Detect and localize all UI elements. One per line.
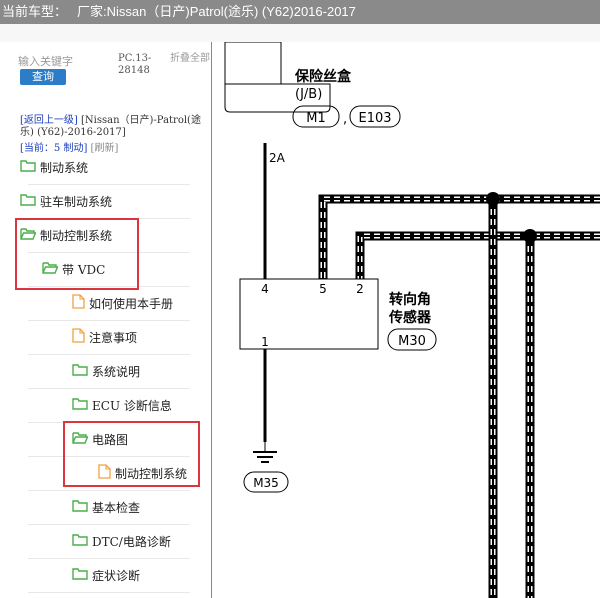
fuse-rating: 2A xyxy=(269,151,286,165)
back-link[interactable]: [返回上一级] xyxy=(20,115,78,126)
folder-icon xyxy=(72,567,88,583)
tree-item[interactable]: ECU 诊断信息 xyxy=(72,395,172,415)
pin-2: 2 xyxy=(356,282,364,296)
folder-icon xyxy=(20,193,36,209)
tree-item-label: 带 VDC xyxy=(62,262,106,277)
tree-item[interactable]: 驻车制动系统 xyxy=(20,191,112,211)
tree-item-label: 制动控制系统 xyxy=(115,466,188,481)
folder-icon xyxy=(72,363,88,379)
folder-open-icon xyxy=(42,261,59,277)
current-location: [当前：5 制动] [刷新] xyxy=(20,139,118,154)
shielded-wire-inner xyxy=(355,231,600,279)
current-value: 5 制动 xyxy=(53,143,84,154)
pin-5: 5 xyxy=(319,282,327,296)
tree-separator xyxy=(28,456,190,457)
connector-e103: E103 xyxy=(358,111,391,126)
fuse-box-outline xyxy=(224,42,331,113)
tree-item[interactable]: 注意事项 xyxy=(72,327,137,347)
tree-separator xyxy=(28,286,190,287)
connector-separator: , xyxy=(343,112,347,127)
tree-item-label: DTC/电路诊断 xyxy=(92,534,171,549)
tree-item-label: 制动控制系统 xyxy=(40,228,113,243)
tree-item[interactable]: 制动系统 xyxy=(20,157,88,177)
breadcrumb: [返回上一级] [Nissan（日产)-Patrol(途乐) (Y62)-201… xyxy=(20,115,210,139)
tree-separator xyxy=(28,592,190,593)
splice-dot-1 xyxy=(486,192,500,206)
tree-item-label: 症状诊断 xyxy=(92,568,141,583)
tree-item[interactable]: 制动控制系统 xyxy=(20,225,112,245)
fuse-box-title: 保险丝盒 xyxy=(294,68,352,85)
tree-item-label: 电路图 xyxy=(92,432,129,447)
pc-code: PC.13-28148 xyxy=(118,53,152,76)
folder-icon xyxy=(72,533,88,549)
search-input[interactable] xyxy=(18,54,114,70)
sensor-label-line1: 转向角 xyxy=(389,291,431,308)
tree-separator xyxy=(28,558,190,559)
tree-item[interactable]: 电路图 xyxy=(72,429,128,449)
wiring-diagram: 保险丝盒 (J/B) M1 , E103 2A xyxy=(213,42,600,598)
current-suffix: ] xyxy=(83,143,88,154)
tree-item[interactable]: DTC/电路诊断 xyxy=(72,531,171,551)
title-bar: 当前车型： 厂家:Nissan（日产)Patrol(途乐) (Y62)2016-2… xyxy=(0,0,600,24)
current-prefix: [当前： xyxy=(20,143,54,154)
tree-separator xyxy=(28,320,190,321)
wiring-diagram-svg: 保险丝盒 (J/B) M1 , E103 2A xyxy=(224,42,600,598)
refresh-link[interactable]: [刷新] xyxy=(90,143,119,154)
pin-4: 4 xyxy=(261,282,269,296)
fuse-box-sub: (J/B) xyxy=(295,87,322,102)
collapse-all-link[interactable]: 折叠全部 xyxy=(170,53,210,64)
connector-m30-frame xyxy=(387,328,437,351)
tree-item[interactable]: 制动控制系统 xyxy=(98,463,187,483)
title-prefix: 当前车型： xyxy=(2,4,68,19)
ground-connector: M35 xyxy=(253,476,279,490)
title-vehicle: 厂家:Nissan（日产)Patrol(途乐) (Y62)2016-2017 xyxy=(77,4,356,19)
tree-separator xyxy=(28,252,190,253)
tree-item-label: 如何使用本手册 xyxy=(89,296,174,311)
sidebar: 查询 PC.13-28148 折叠全部 [返回上一级] [Nissan（日产)-… xyxy=(0,42,212,598)
shielded-wire-outer xyxy=(318,194,600,279)
tree-item[interactable]: 基本检查 xyxy=(72,497,140,517)
fuse-box-inner xyxy=(224,42,282,85)
tree-separator xyxy=(28,354,190,355)
tree-item-label: 驻车制动系统 xyxy=(40,194,113,209)
tree-separator xyxy=(28,218,190,219)
pin-1: 1 xyxy=(261,335,269,349)
sensor-module-box xyxy=(239,278,379,350)
query-button[interactable]: 查询 xyxy=(20,69,66,85)
tree-item[interactable]: 症状诊断 xyxy=(72,565,140,585)
tree-separator xyxy=(28,184,190,185)
folder-icon xyxy=(72,397,88,413)
connector-m1-frame xyxy=(292,105,340,128)
document-icon xyxy=(98,464,111,482)
folder-open-icon xyxy=(20,227,37,243)
folder-icon xyxy=(72,499,88,515)
tree-item[interactable]: 带 VDC xyxy=(42,259,105,279)
toolbar-strip xyxy=(0,24,600,42)
tree-separator xyxy=(28,422,190,423)
document-icon xyxy=(72,294,85,312)
tree-separator xyxy=(28,490,190,491)
tree-item[interactable]: 如何使用本手册 xyxy=(72,293,173,313)
connector-m1: M1 xyxy=(306,111,326,126)
connector-m30: M30 xyxy=(398,334,426,349)
ground-connector-frame xyxy=(243,471,289,493)
tree-item[interactable]: 系统说明 xyxy=(72,361,140,381)
tree-item-label: 制动系统 xyxy=(40,160,89,175)
ground-symbol xyxy=(253,442,277,463)
tree-item-label: 基本检查 xyxy=(92,500,141,515)
folder-icon xyxy=(20,159,36,175)
tree-separator xyxy=(28,524,190,525)
document-icon xyxy=(72,328,85,346)
connector-e103-frame xyxy=(349,105,401,128)
splice-dot-2 xyxy=(523,229,537,243)
tree-separator xyxy=(28,388,190,389)
tree-item-label: 系统说明 xyxy=(92,364,141,379)
folder-open-icon xyxy=(72,431,89,447)
back-path: [Nissan（日产)-Patrol(途乐) (Y62)-2016-2017] xyxy=(20,115,201,138)
tree-item-label: 注意事项 xyxy=(89,330,138,345)
sensor-label-line2: 传感器 xyxy=(388,309,432,326)
tree-item-label: ECU 诊断信息 xyxy=(92,398,172,413)
